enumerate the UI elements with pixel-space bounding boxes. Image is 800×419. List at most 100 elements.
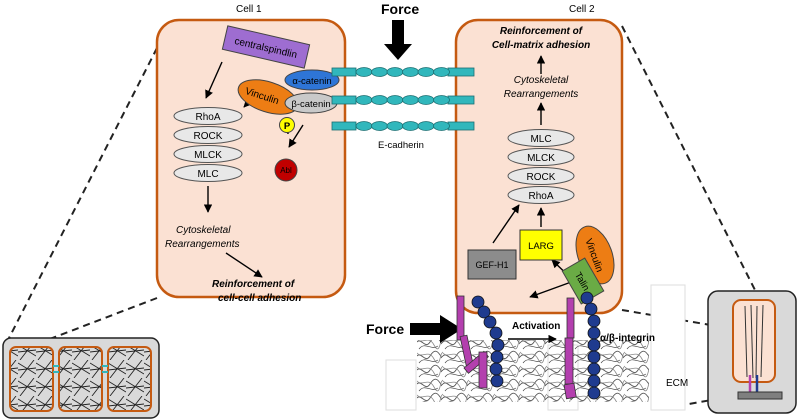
ecm-fibers	[417, 340, 649, 402]
cell-1-reinforce-line-2: cell-cell adhesion	[218, 293, 301, 304]
abl-label: Abl	[280, 166, 292, 175]
cell-2: Cell 2 Reinforcement of Cell-matrix adhe…	[454, 4, 624, 315]
activation-label: Activation	[512, 321, 560, 332]
e-cadherin-domain	[417, 121, 435, 131]
e-cadherin-domain	[371, 67, 388, 77]
cell-1-reinforce-line-1: Reinforcement of	[212, 279, 296, 290]
cell-1-pathway-rhoa: RhoA	[195, 112, 220, 123]
phosphate	[279, 117, 295, 133]
cell-1-pathway-rock: ROCK	[194, 131, 223, 142]
cell-2-cyto-line-1: Cytoskeletal	[514, 75, 569, 86]
integrin-beta-domain	[490, 374, 504, 388]
cell-1-cyto-line-2: Rearrangements	[165, 239, 239, 250]
e-cadherin-stem	[447, 95, 475, 105]
e-cadherin-domain	[402, 95, 419, 105]
e-cadherin-stem	[447, 67, 475, 77]
cell-2-pathway-mlc: MLC	[530, 134, 551, 145]
e-cadherin-domain	[402, 121, 419, 131]
cell-2-pathway-rhoa: RhoA	[528, 191, 553, 202]
integrin-beta-domain	[587, 374, 601, 388]
ecm-label: ECM	[666, 378, 688, 389]
gef-h1	[467, 249, 517, 280]
cell-2-reinforce-line-2: Cell-matrix adhesion	[492, 40, 590, 51]
e-cadherin-label: E-cadherin	[378, 140, 424, 151]
cell-2-title: Cell 2	[569, 4, 595, 15]
e-cadherin-stem	[447, 121, 475, 131]
integrin-beta-domain	[477, 305, 491, 319]
e-cadherin-domain	[433, 95, 450, 105]
integrin-beta-domain	[587, 326, 601, 340]
matrix-force-label: Force	[366, 321, 404, 337]
larg-label: LARG	[528, 241, 554, 252]
cell-2-pathway-rock: ROCK	[527, 172, 556, 183]
alpha-catenin	[284, 69, 340, 91]
integrin-active	[563, 297, 577, 400]
integrin-inactive-beta	[471, 295, 505, 388]
cell-2-reinforce-line-1: Reinforcement of	[500, 26, 584, 37]
e-cadherin-domain	[386, 67, 404, 77]
cell-1-title: Cell 1	[236, 4, 262, 15]
alpha-catenin-label: α-catenin	[292, 76, 331, 87]
integrin-beta-domain	[489, 326, 503, 340]
cell-2-cyto-line-2: Rearrangements	[504, 89, 578, 100]
cell-1-pathway-mlck: MLCK	[194, 150, 222, 161]
e-cadherin-group	[331, 67, 475, 131]
tissue-cell-1	[9, 346, 54, 412]
integrin-beta-domain	[489, 362, 503, 376]
abl	[274, 158, 298, 182]
e-cadherin-domain	[355, 67, 373, 77]
integrin-beta-domain	[471, 295, 485, 309]
cell-1-pathway: RhoA ROCK MLCK MLC	[173, 107, 243, 182]
integrin-beta-domain	[587, 314, 601, 328]
e-cadherin-domain	[386, 95, 404, 105]
placeholder-box-3	[650, 284, 686, 411]
single-cell-inset	[707, 290, 797, 414]
integrin-beta-domain	[587, 350, 601, 364]
cell-1-pathway-mlc: MLC	[197, 169, 218, 180]
force-arrow-right	[410, 315, 462, 343]
cell-1-membrane	[155, 18, 347, 299]
vinculin-cell-1: Vinculin	[237, 79, 299, 115]
integrin-beta-domain	[587, 386, 601, 400]
e-cadherin-domain	[386, 121, 404, 131]
matrix: ECM Force Activation α/β-integrin	[366, 284, 688, 411]
junction: Force E-cadherin	[331, 1, 475, 151]
integrin-label: α/β-integrin	[600, 333, 655, 344]
cell-1-cyto-line-1: Cytoskeletal	[176, 225, 231, 236]
tissue-cell-2	[58, 346, 103, 412]
placeholder-box-1	[385, 359, 417, 411]
cell-2-pathway: MLC MLCK ROCK RhoA	[507, 129, 575, 204]
e-cadherin-domain	[355, 95, 373, 105]
e-cadherin-domain	[355, 121, 373, 131]
e-cadherin-domain	[433, 67, 450, 77]
integrin-beta-domain	[584, 302, 598, 316]
integrin-beta-domain	[587, 362, 601, 376]
e-cadherin-stem	[331, 95, 357, 105]
e-cadherin-domain	[371, 95, 388, 105]
junction-force-label: Force	[381, 1, 419, 17]
e-cadherin-domain	[433, 121, 450, 131]
e-cadherin-domain	[417, 67, 435, 77]
tissue-cell-3	[107, 346, 152, 412]
e-cadherin-stem	[331, 67, 357, 77]
integrin-beta-domain	[490, 350, 504, 364]
larg	[519, 229, 563, 261]
integrin-beta-domain	[483, 315, 497, 329]
integrin-inactive	[456, 295, 489, 389]
cell-2-pathway-mlck: MLCK	[527, 153, 555, 164]
beta-catenin-label: β-catenin	[291, 99, 330, 110]
force-arrow-down	[384, 20, 412, 60]
e-cadherin-stem	[331, 121, 357, 131]
e-cadherin-domain	[371, 121, 388, 131]
inset-cell	[732, 299, 776, 383]
integrin-beta-domain	[587, 338, 601, 352]
tissue-inset	[2, 337, 160, 419]
cell-1: Cell 1 centralspindlin RhoA ROCK MLCK ML…	[155, 4, 347, 304]
e-cadherin-domain	[417, 95, 435, 105]
integrin-active-beta	[580, 291, 601, 400]
e-cadherin-domain	[402, 67, 419, 77]
gef-h1-label: GEF-H1	[475, 260, 508, 270]
phosphate-label: P	[284, 121, 291, 132]
integrin-beta-domain	[580, 291, 594, 305]
